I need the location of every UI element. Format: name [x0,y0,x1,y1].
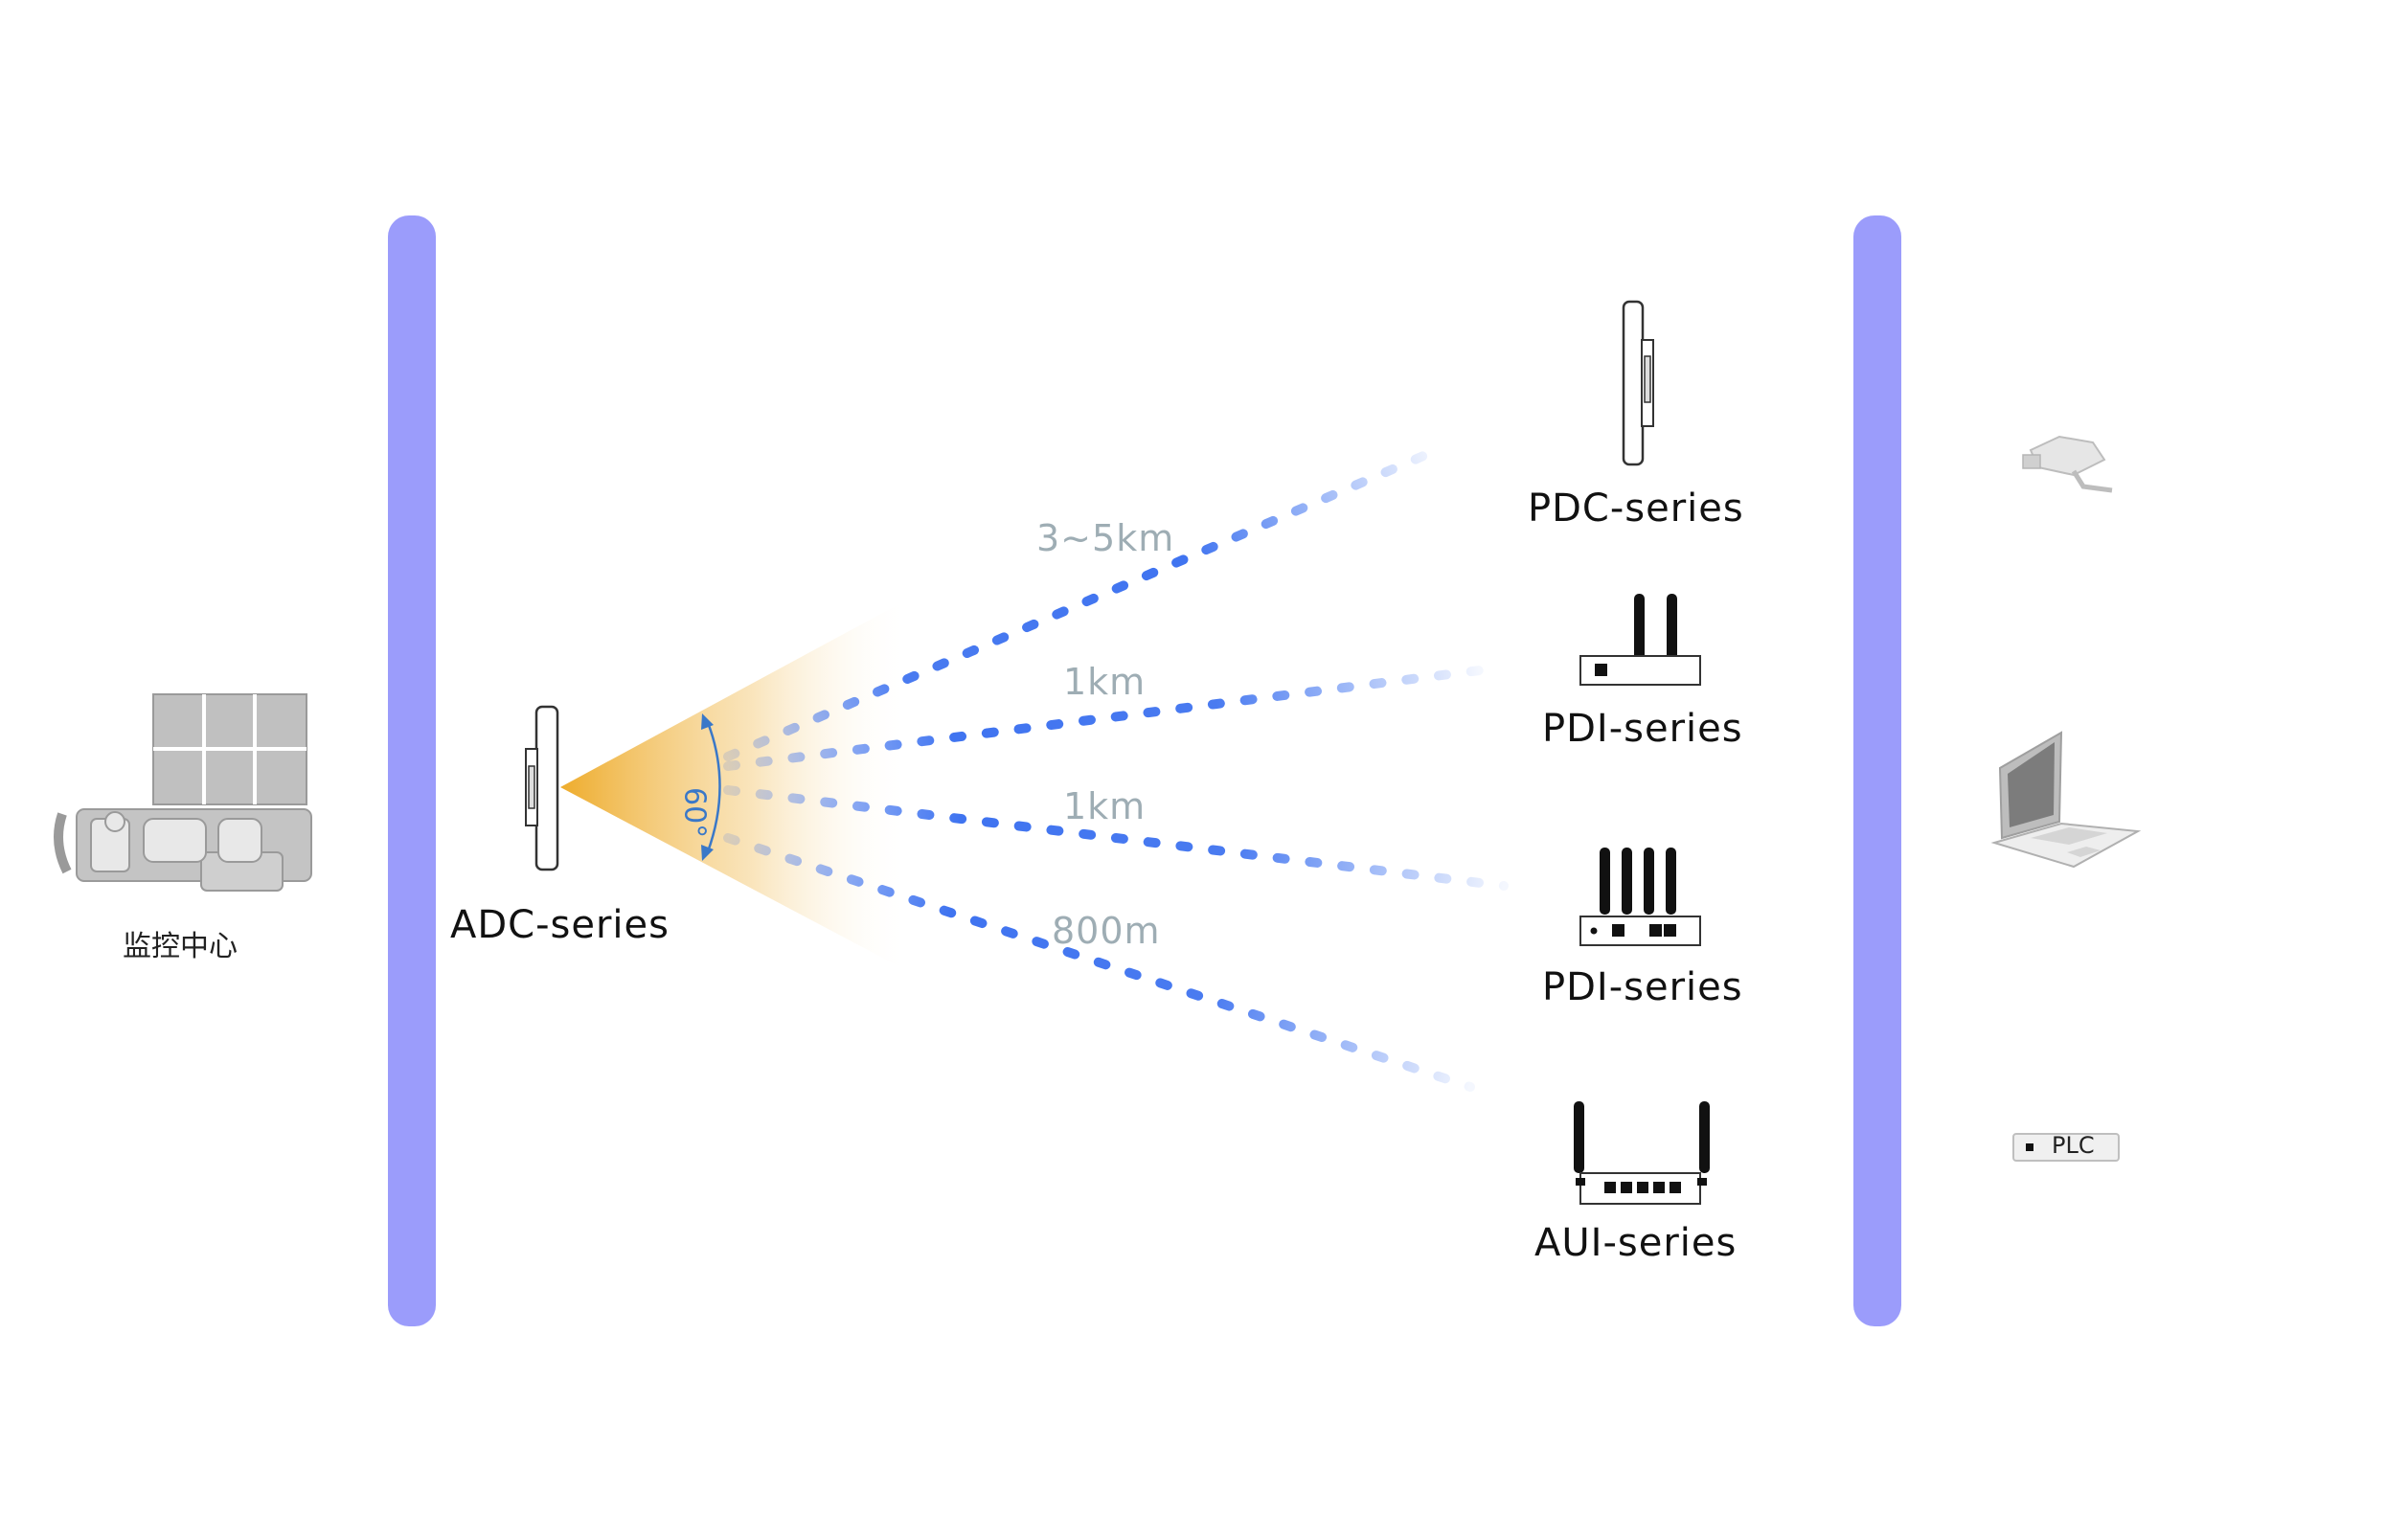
distance-label-2: 1km [1063,785,1147,827]
plc-module-icon [2012,1133,2120,1162]
aui-series-label: AUI-series [1534,1221,1738,1265]
control-center-label: 监控中心 [123,930,238,963]
control-console-icon [54,693,312,892]
pdi-series-label-1: PDI-series [1542,707,1743,751]
angle-label: 60° [677,787,712,839]
left-network-bar [388,215,436,1326]
panel-antenna-icon [525,705,559,871]
pdi-series-label-2: PDI-series [1542,965,1743,1009]
link-pdc [723,445,1442,761]
link-pdi-1 [723,666,1485,771]
wireless-links [723,445,1509,1092]
angle-arc-icon [701,713,721,861]
pdc-series-label: PDC-series [1528,486,1744,531]
outdoor-router-icon [1574,1101,1710,1205]
laptop-icon [1990,731,2142,869]
dual-antenna-router-icon [1579,594,1701,686]
distance-label-1: 1km [1063,661,1147,703]
distance-label-0: 3~5km [1036,517,1175,559]
right-network-bar [1853,215,1901,1326]
link-pdi-2 [723,785,1509,891]
plc-label: PLC [2052,1132,2095,1159]
coverage-beam [560,603,900,967]
pdc-panel-icon [1622,300,1654,466]
adc-series-label: ADC-series [450,903,670,947]
camera-icon [2022,435,2113,493]
link-aui [723,833,1475,1092]
quad-antenna-router-icon [1579,848,1701,946]
distance-label-3: 800m [1052,910,1161,952]
